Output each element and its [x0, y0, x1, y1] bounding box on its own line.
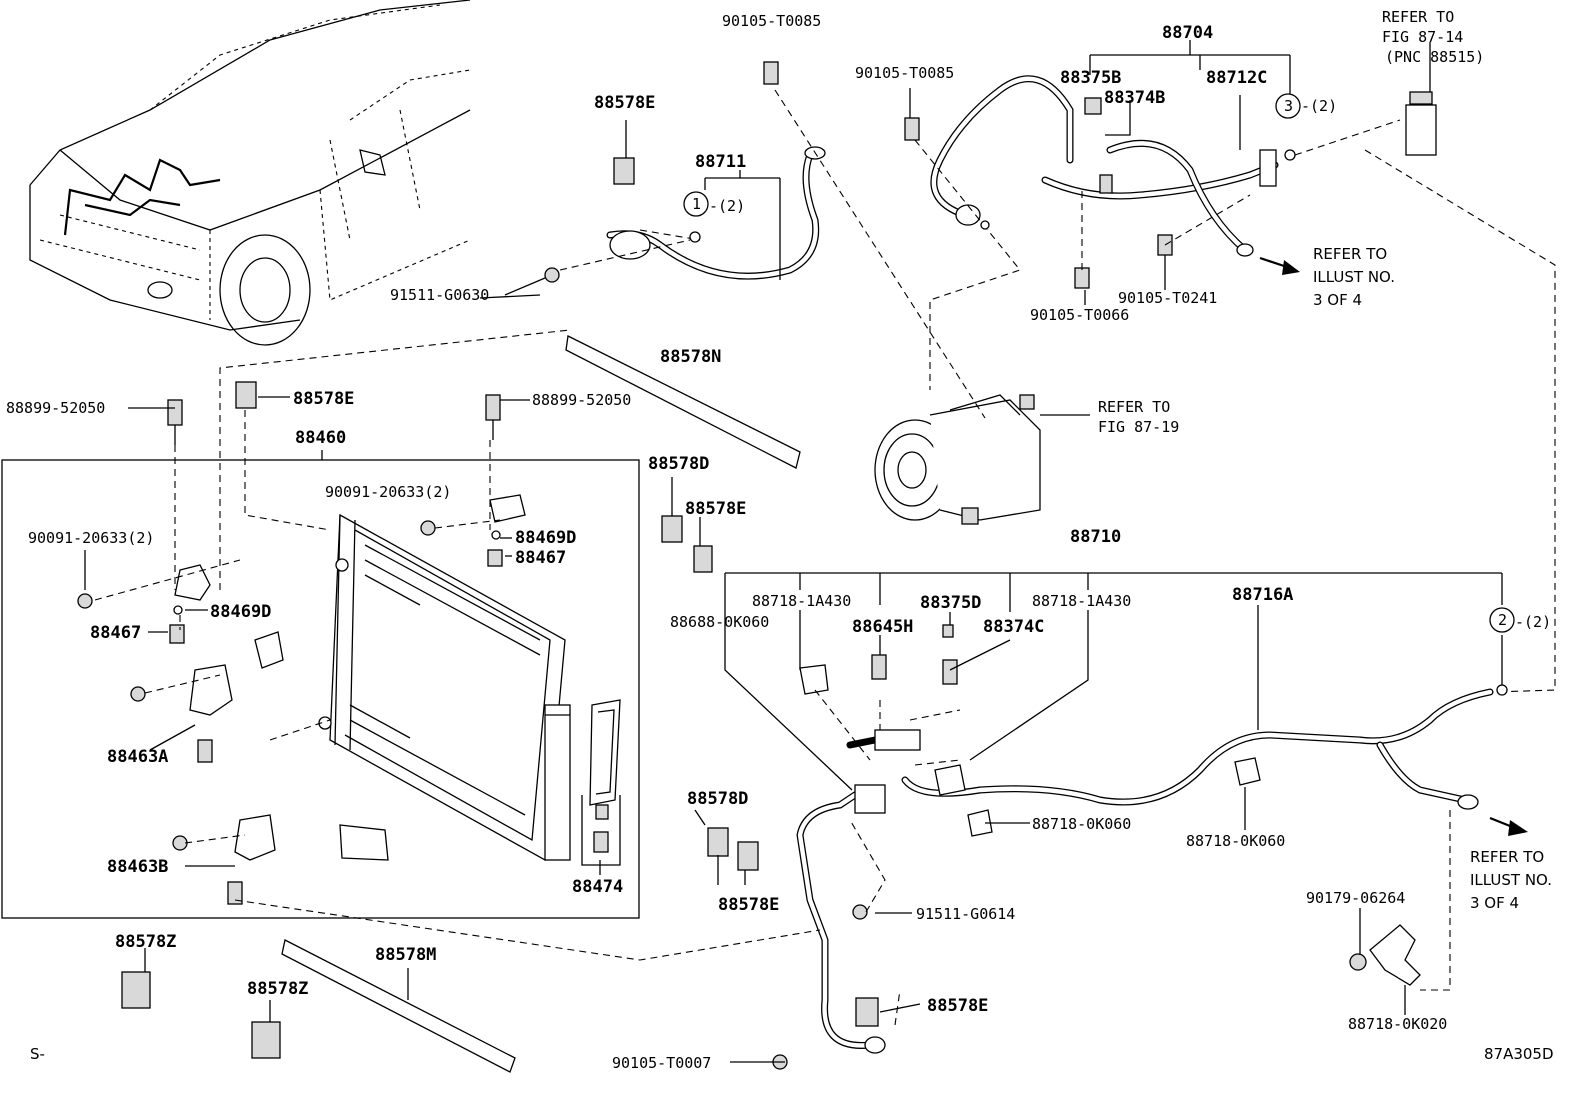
vehicle-illustration: [29, 0, 471, 346]
label-88704: 88704: [1162, 23, 1213, 43]
labels: 88704 88711 88710 88460 88716A 88712C 88…: [6, 8, 1554, 1072]
hose-88711: [606, 146, 826, 280]
label-88463B: 88463B: [107, 857, 168, 877]
label-88467-1: 88467: [515, 548, 566, 568]
label-88645H: 88645H: [852, 617, 913, 637]
label-88469D-2: 88469D: [210, 602, 271, 622]
refer-fig-87-19-line1: REFER TO: [1098, 398, 1170, 416]
label-90179-06264: 90179-06264: [1306, 889, 1405, 907]
dashed-leaders: [94, 89, 1556, 1026]
label-90091-20633-2: 90091-20633(2): [28, 529, 154, 547]
label-88578E-1: 88578E: [594, 93, 655, 113]
bracket-88718-0K020: [1369, 924, 1421, 986]
label-88374C: 88374C: [983, 617, 1044, 637]
label-88578E-4: 88578E: [718, 895, 779, 915]
label-88463A: 88463A: [107, 747, 168, 767]
refer-fig-87-14-line2: FIG 87-14: [1382, 28, 1463, 46]
label-88374B: 88374B: [1104, 88, 1165, 108]
refer-illust-a-line2: ILLUST NO.: [1313, 268, 1395, 286]
label-88578E-3: 88578E: [685, 499, 746, 519]
label-90105-T0085-1: 90105-T0085: [722, 12, 821, 30]
refer-illust-b-line3: 3 OF 4: [1470, 894, 1519, 912]
label-88469D-1: 88469D: [515, 528, 576, 548]
label-88578D-2: 88578D: [687, 789, 748, 809]
label-88718-1A430-1: 88718-1A430: [752, 592, 851, 610]
hose-88704: [930, 75, 1279, 257]
qty-label-3: -(2): [1301, 97, 1337, 115]
condenser-brackets: [169, 494, 526, 905]
label-90105-T0007: 90105-T0007: [612, 1054, 711, 1072]
label-90105-T0085-2: 90105-T0085: [855, 64, 954, 82]
label-88578Z-1: 88578Z: [115, 932, 176, 952]
label-88718-0K060-2: 88718-0K060: [1186, 832, 1285, 850]
circle-label-1: 1: [692, 195, 701, 213]
leader-lines: [84, 40, 1503, 1063]
condenser-group-frame: [1, 459, 640, 919]
refer-illust-b-line1: REFER TO: [1470, 848, 1544, 866]
label-88578E-5: 88578E: [927, 996, 988, 1016]
label-88467-2: 88467: [90, 623, 141, 643]
pads: [121, 157, 879, 1059]
label-88578D-1: 88578D: [648, 454, 709, 474]
label-88712C: 88712C: [1206, 68, 1267, 88]
label-88716A: 88716A: [1232, 585, 1293, 605]
refer-arrows: [1259, 256, 1528, 836]
label-88578N: 88578N: [660, 347, 721, 367]
pipe-88710: [796, 624, 1494, 1054]
refer-fig-87-19-line2: FIG 87-19: [1098, 418, 1179, 436]
bolts: [77, 61, 1367, 1070]
label-88375D: 88375D: [920, 593, 981, 613]
qty-label-2: -(2): [1515, 613, 1551, 631]
refer-illust-a-line3: 3 OF 4: [1313, 291, 1362, 309]
label-88474: 88474: [572, 877, 623, 897]
label-88718-0K060-1: 88718-0K060: [1032, 815, 1131, 833]
label-88718-0K020: 88718-0K020: [1348, 1015, 1447, 1033]
label-88688-0K060: 88688-0K060: [670, 613, 769, 631]
refer-illust-a-line1: REFER TO: [1313, 245, 1387, 263]
label-91511-G0614: 91511-G0614: [916, 905, 1015, 923]
label-88718-1A430-2: 88718-1A430: [1032, 592, 1131, 610]
label-90105-T0241: 90105-T0241: [1118, 289, 1217, 307]
label-88578M: 88578M: [375, 945, 436, 965]
label-88578Z-2: 88578Z: [247, 979, 308, 999]
label-88460: 88460: [295, 428, 346, 448]
expansion-valve: [1405, 91, 1437, 156]
refer-illust-b-line2: ILLUST NO.: [1470, 871, 1552, 889]
qty-label-1: -(2): [709, 197, 745, 215]
label-88711: 88711: [695, 152, 746, 172]
seal-bars: [281, 335, 801, 1073]
circle-label-3: 3: [1284, 97, 1293, 115]
label-88710: 88710: [1070, 527, 1121, 547]
label-88899-52050-2: 88899-52050: [532, 391, 631, 409]
label-90105-T0066: 90105-T0066: [1030, 306, 1129, 324]
label-88899-52050-1: 88899-52050: [6, 399, 105, 417]
label-88375B: 88375B: [1060, 68, 1121, 88]
label-90091-20633-1: 90091-20633(2): [325, 483, 451, 501]
compressor: [874, 394, 1041, 525]
condenser-core: [318, 513, 571, 862]
circle-label-2: 2: [1498, 611, 1507, 629]
corner-code-left: S-: [30, 1045, 45, 1063]
receiver-dryer: [581, 699, 621, 866]
callout-circles: [683, 93, 1515, 696]
refer-fig-87-14-line3: (PNC 88515): [1385, 48, 1484, 66]
figure-id: 87A305D: [1484, 1045, 1554, 1063]
refer-fig-87-14-line1: REFER TO: [1382, 8, 1454, 26]
label-91511-G0630: 91511-G0630: [390, 286, 489, 304]
label-88578E-2: 88578E: [293, 389, 354, 409]
